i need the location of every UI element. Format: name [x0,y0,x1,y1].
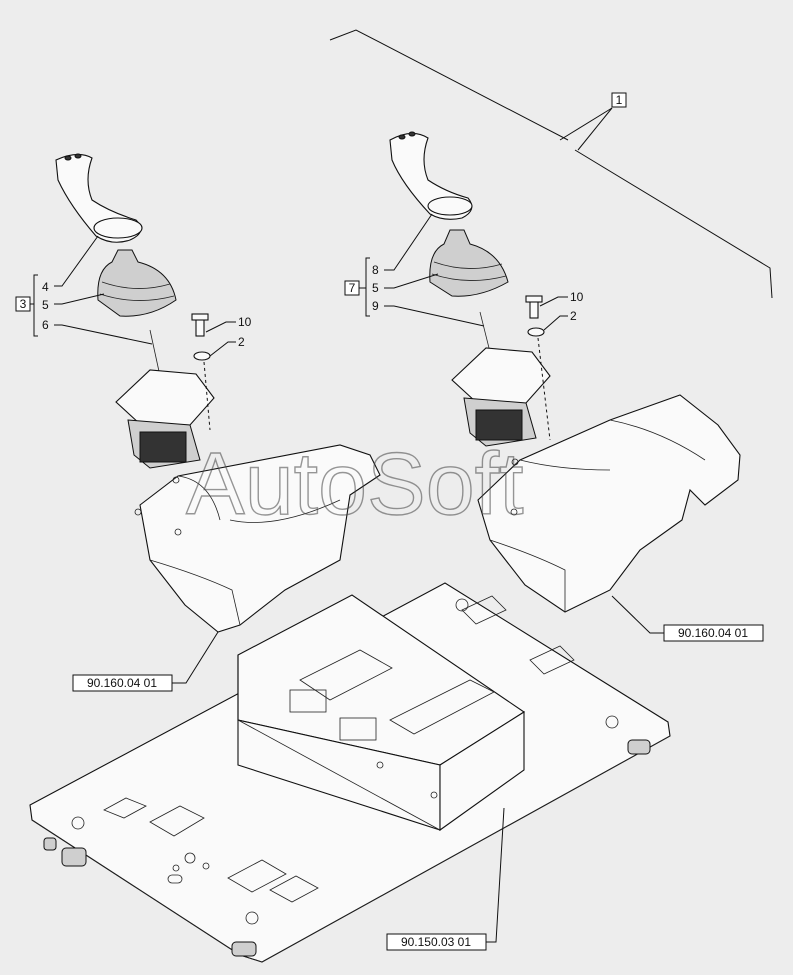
callout-1-label: 1 [616,93,623,107]
ref-base-plate-label: 90.150.03 01 [401,935,471,949]
callout-group-3: 3 4 5 6 [15,235,153,345]
callout-4: 4 [42,280,49,294]
callout-5-right: 5 [372,281,379,295]
right-joystick-handle [389,131,473,220]
callout-6: 6 [42,318,49,332]
left-joystick-boot [97,249,177,317]
right-bolt-washer [525,295,551,441]
right-console [477,394,741,613]
ref-console-right: 90.160.04 01 [611,595,764,642]
right-control-valve [451,311,551,447]
callout-left-bolt: 10 2 [205,315,252,357]
assembly-bracket-line [329,29,773,299]
callout-1: 1 [611,92,627,108]
callout-2-right: 2 [570,309,577,323]
callout-10-right: 10 [570,290,584,304]
left-console [134,444,381,633]
callout-10: 10 [238,315,252,329]
left-control-valve [115,329,215,469]
right-joystick-boot [429,229,509,297]
isolator-foot [43,739,651,957]
ref-console-left-label: 90.160.04 01 [87,676,157,690]
callout-right-bolt: 10 2 [539,290,584,331]
watermark: AutoSoft [186,434,524,533]
callout-2: 2 [238,335,245,349]
callout-7: 7 [349,281,356,295]
callout-5: 5 [42,298,49,312]
ref-console-right-label: 90.160.04 01 [678,626,748,640]
left-bolt-washer [191,313,211,431]
callout-group-7: 7 8 5 9 [344,213,485,327]
callout-3: 3 [20,297,27,311]
ref-console-left: 90.160.04 01 [72,631,219,692]
callout-9: 9 [372,299,379,313]
left-joystick-handle [55,153,143,243]
seat-box [237,594,575,832]
callout-8: 8 [372,263,379,277]
ref-base-plate: 90.150.03 01 [386,807,505,951]
